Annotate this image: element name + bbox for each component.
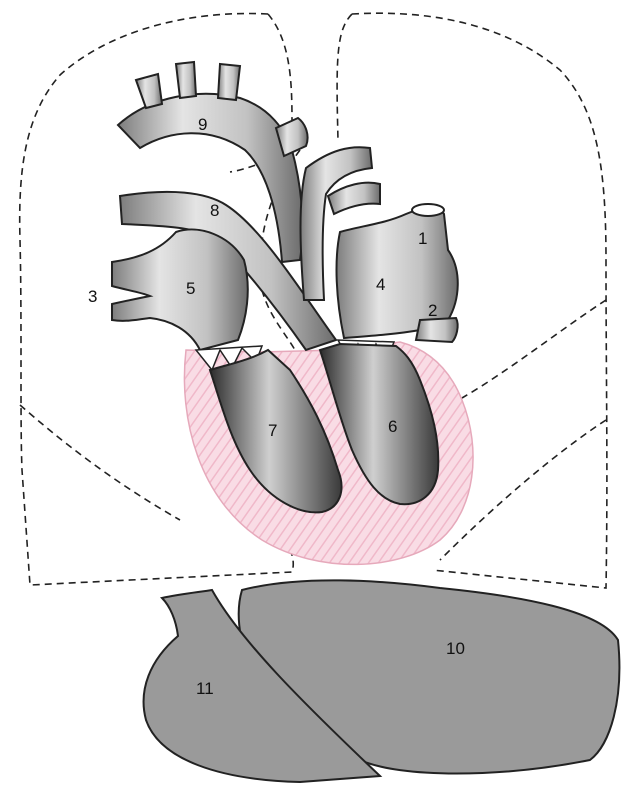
label-11: 11 xyxy=(196,679,214,698)
carotid-branch xyxy=(176,62,196,98)
label-6: 6 xyxy=(388,417,397,436)
subclavian-branch xyxy=(218,64,240,100)
vena-cava-branch xyxy=(328,183,380,214)
label-10: 10 xyxy=(446,639,465,658)
left-atrium xyxy=(112,230,248,350)
label-4: 4 xyxy=(376,275,385,294)
brachiocephalic-branch xyxy=(136,74,162,108)
label-3: 3 xyxy=(88,287,97,306)
label-2: 2 xyxy=(428,301,437,320)
label-7: 7 xyxy=(268,421,277,440)
inferior-vena-cava xyxy=(416,318,458,342)
label-9: 9 xyxy=(198,115,207,134)
superior-vena-cava-opening xyxy=(412,204,444,216)
label-5: 5 xyxy=(186,279,195,298)
label-8: 8 xyxy=(210,201,219,220)
left-lung-lobe-line xyxy=(462,300,606,398)
right-lung-lobe-line xyxy=(20,405,180,520)
label-1: 1 xyxy=(418,229,427,248)
right-lung-inner-outline xyxy=(268,14,292,120)
